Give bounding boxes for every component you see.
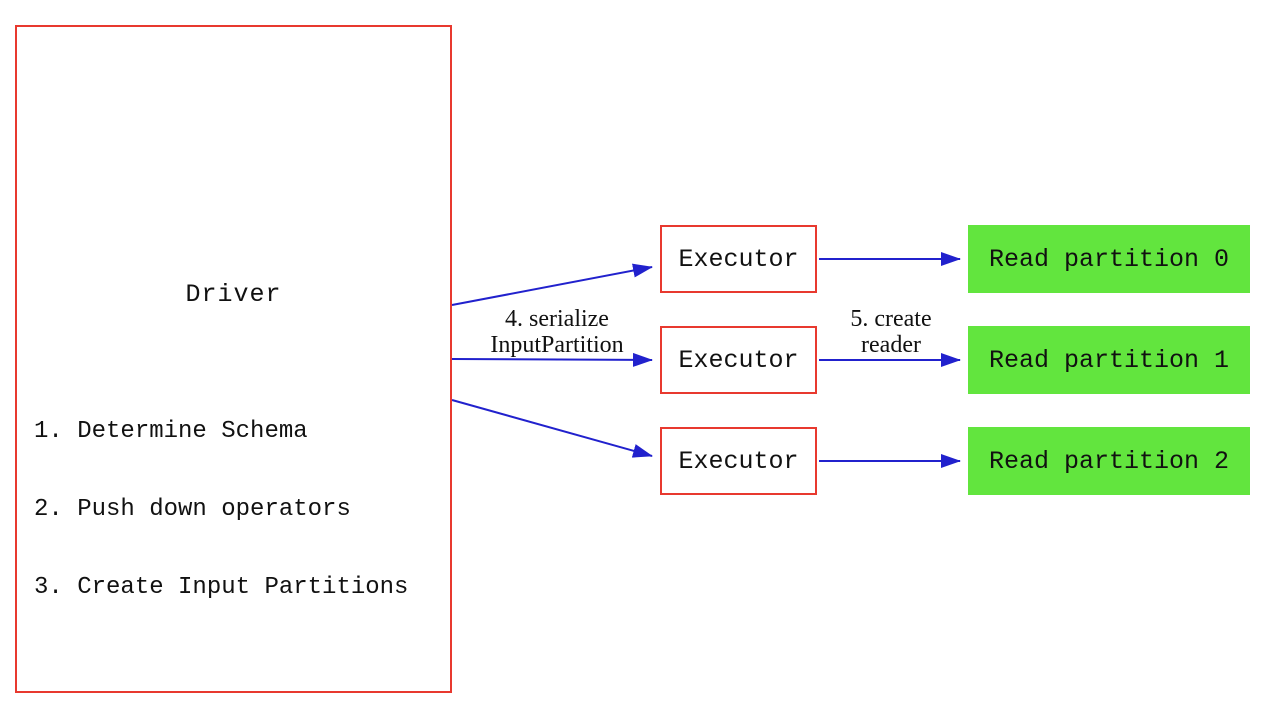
- edge-label-serialize-line2: InputPartition: [490, 332, 624, 358]
- executor-label-0: Executor: [678, 244, 799, 274]
- partition-box-0: Read partition 0: [968, 225, 1250, 293]
- edge-label-serialize-line1: 4. serialize: [505, 306, 609, 332]
- edge-label-reader-line1: 5. create: [850, 306, 932, 332]
- driver-step-3: 3. Create Input Partitions: [34, 574, 409, 601]
- executor-box-0: Executor: [660, 225, 817, 293]
- driver-steps: 1. Determine Schema 2. Push down operato…: [34, 367, 408, 653]
- executor-box-1: Executor: [660, 326, 817, 394]
- arrow-driver-executor-2: [451, 399, 653, 458]
- arrow-driver-executor-1: [451, 352, 653, 367]
- partition-box-2: Read partition 2: [968, 427, 1250, 495]
- arrow-driver-executor-0: [451, 263, 653, 306]
- partition-label-0: Read partition 0: [988, 244, 1230, 274]
- edge-label-serialize: 4. serialize InputPartition: [447, 306, 667, 358]
- executor-box-2: Executor: [660, 427, 817, 495]
- partition-box-1: Read partition 1: [968, 326, 1250, 394]
- driver-title: Driver: [185, 280, 282, 309]
- edge-label-reader-line2: reader: [861, 332, 921, 358]
- partition-label-2: Read partition 2: [988, 446, 1230, 476]
- driver-step-1: 1. Determine Schema: [34, 418, 308, 445]
- edge-label-create-reader: 5. create reader: [781, 306, 1001, 358]
- driver-step-2: 2. Push down operators: [34, 496, 351, 523]
- driver-box: Driver 1. Determine Schema 2. Push down …: [15, 25, 452, 693]
- executor-label-2: Executor: [678, 446, 799, 476]
- executor-label-1: Executor: [678, 345, 799, 375]
- partition-label-1: Read partition 1: [988, 345, 1230, 375]
